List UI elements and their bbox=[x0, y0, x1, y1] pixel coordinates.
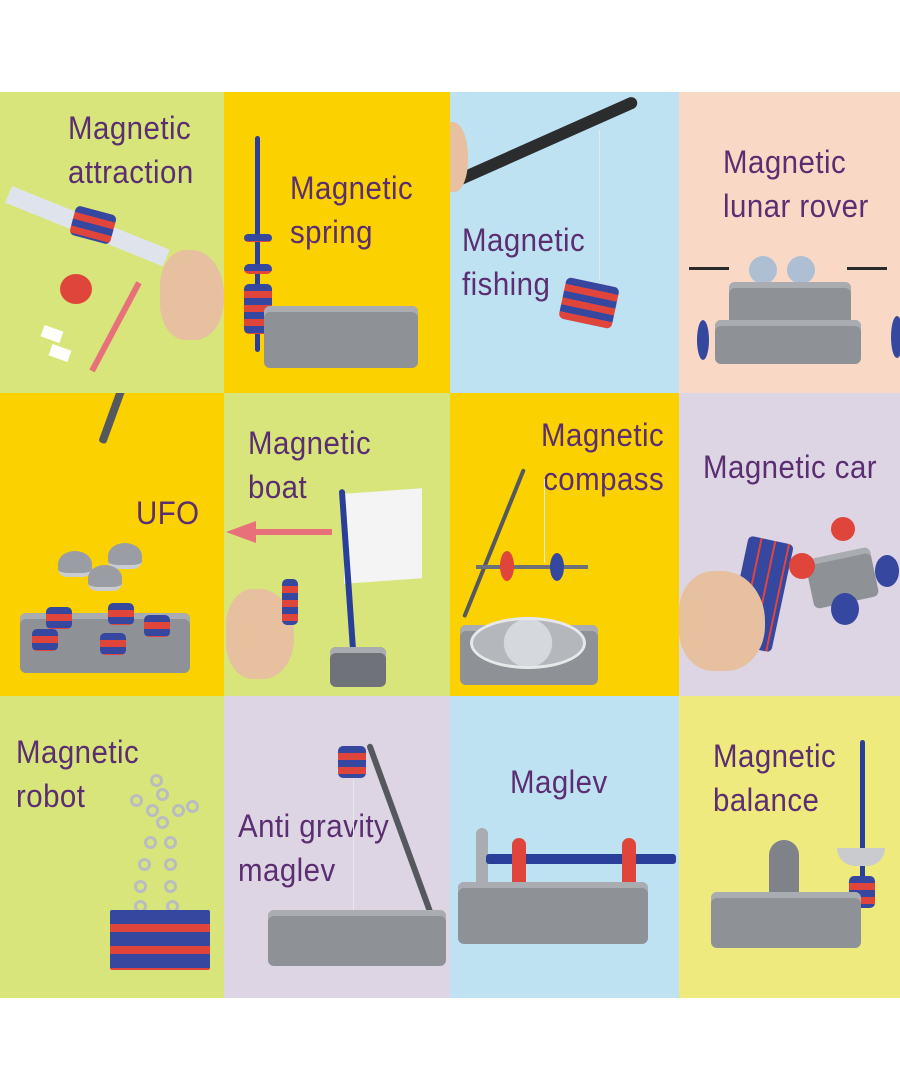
base-illustration bbox=[268, 910, 446, 966]
nut-illustration bbox=[164, 858, 177, 871]
cell-magnetic-balance: Magnetic balance bbox=[679, 696, 900, 998]
levitating-magnet-illustration bbox=[338, 746, 366, 778]
nut-illustration bbox=[150, 774, 163, 787]
wheel-illustration bbox=[891, 316, 900, 358]
nut-illustration bbox=[164, 880, 177, 893]
nut-illustration bbox=[172, 804, 185, 817]
nut-illustration bbox=[156, 788, 169, 801]
flag-illustration bbox=[344, 488, 422, 584]
experiment-grid: Magnetic attraction Magnetic spring Magn… bbox=[0, 92, 900, 998]
string-illustration bbox=[353, 780, 354, 910]
nut-illustration bbox=[146, 804, 159, 817]
compass-dial-illustration bbox=[470, 617, 586, 669]
magnet-illustration bbox=[46, 607, 72, 629]
base-illustration bbox=[458, 882, 648, 944]
nut-illustration bbox=[138, 858, 151, 871]
dish-illustration bbox=[837, 848, 885, 866]
paper-clip-illustration bbox=[40, 324, 64, 344]
nut-illustration bbox=[156, 816, 169, 829]
arm-illustration bbox=[98, 393, 178, 445]
wheel-illustration bbox=[697, 320, 709, 360]
base-illustration bbox=[711, 892, 861, 948]
arrow-right-illustration bbox=[847, 267, 887, 270]
caption: Magnetic boat bbox=[248, 425, 372, 505]
nut-illustration bbox=[186, 800, 199, 813]
magnet-illustration bbox=[108, 603, 134, 625]
wheel-illustration bbox=[787, 256, 815, 284]
arrow-illustration bbox=[89, 281, 142, 373]
nut-illustration bbox=[130, 794, 143, 807]
bar-magnets-illustration bbox=[110, 910, 210, 970]
north-magnet-illustration bbox=[500, 551, 514, 581]
string-illustration bbox=[599, 130, 600, 280]
wheel-illustration bbox=[789, 553, 815, 579]
south-magnet-illustration bbox=[550, 553, 564, 581]
caption: Magnetic spring bbox=[290, 170, 414, 250]
caption: Magnetic lunar rover bbox=[723, 144, 869, 224]
needle-illustration bbox=[476, 565, 588, 569]
caption: Maglev bbox=[510, 764, 608, 800]
ring-magnet-illustration bbox=[244, 264, 272, 274]
magnet-illustration bbox=[68, 205, 118, 245]
magnet-illustration bbox=[32, 629, 58, 651]
caption: Magnetic compass bbox=[541, 417, 665, 497]
caption: Magnetic balance bbox=[713, 738, 837, 818]
caption: UFO bbox=[136, 495, 200, 531]
rod-illustration bbox=[486, 854, 676, 864]
caption: Magnetic attraction bbox=[68, 110, 194, 190]
hand-illustration bbox=[450, 122, 468, 192]
nut-illustration bbox=[144, 836, 157, 849]
cell-magnetic-robot: Magnetic robot bbox=[0, 696, 224, 998]
magnet-illustration bbox=[100, 633, 126, 655]
arm-illustration bbox=[462, 468, 526, 619]
cell-magnetic-boat: Magnetic boat bbox=[224, 393, 450, 696]
wheel-illustration bbox=[831, 593, 859, 625]
ufo-illustration bbox=[58, 551, 92, 577]
caption: Magnetic robot bbox=[16, 734, 140, 814]
cell-magnetic-spring: Magnetic spring bbox=[224, 92, 450, 393]
caption: Magnetic car bbox=[703, 449, 878, 485]
nut-illustration bbox=[164, 836, 177, 849]
paper-clip-illustration bbox=[48, 343, 72, 363]
ring-magnet-illustration bbox=[244, 234, 272, 242]
cell-maglev: Maglev bbox=[450, 696, 679, 998]
magnet-illustration bbox=[558, 276, 620, 330]
rod-illustration bbox=[860, 740, 865, 900]
cell-magnetic-car: Magnetic car bbox=[679, 393, 900, 696]
caption: Magnetic fishing bbox=[462, 222, 586, 302]
magnet-illustration bbox=[144, 615, 170, 637]
base-illustration bbox=[715, 320, 861, 364]
boat-illustration bbox=[330, 647, 386, 687]
upright-plate-illustration bbox=[769, 840, 799, 900]
ufo-illustration bbox=[88, 565, 122, 591]
caption: Anti gravity maglev bbox=[238, 808, 390, 888]
ring-magnet-illustration bbox=[60, 274, 92, 304]
cell-ufo: UFO bbox=[0, 393, 224, 696]
rod-illustration bbox=[255, 136, 260, 352]
arrow-left-illustration bbox=[689, 267, 729, 270]
magnet-illustration bbox=[282, 579, 298, 625]
arrow-head-illustration bbox=[226, 521, 256, 543]
base-illustration bbox=[264, 306, 418, 368]
cell-anti-gravity-maglev: Anti gravity maglev bbox=[224, 696, 450, 998]
wheel-illustration bbox=[749, 256, 777, 284]
cell-magnetic-attraction: Magnetic attraction bbox=[0, 92, 224, 393]
ufo-illustration bbox=[108, 543, 142, 569]
cell-magnetic-fishing: Magnetic fishing bbox=[450, 92, 679, 393]
nut-illustration bbox=[134, 880, 147, 893]
arrow-illustration bbox=[254, 529, 332, 535]
cell-magnetic-lunar-rover: Magnetic lunar rover bbox=[679, 92, 900, 393]
wheel-illustration bbox=[875, 555, 899, 587]
pencil-illustration bbox=[451, 95, 640, 188]
hand-illustration bbox=[679, 571, 765, 671]
hand-illustration bbox=[160, 250, 224, 340]
string-illustration bbox=[544, 479, 545, 563]
wheel-illustration bbox=[831, 517, 855, 541]
cell-magnetic-compass: Magnetic compass bbox=[450, 393, 679, 696]
